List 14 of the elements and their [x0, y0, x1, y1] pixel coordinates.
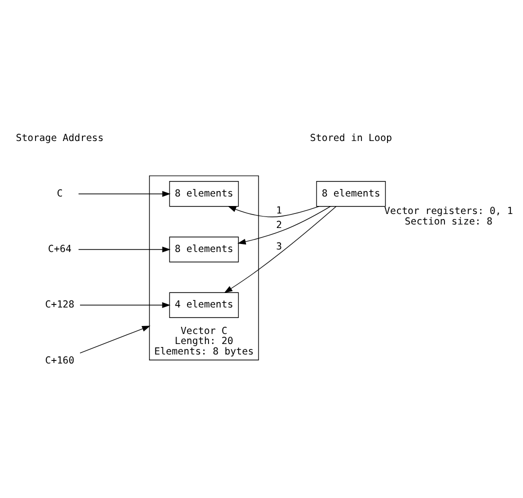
node-text: C+64 — [48, 244, 72, 255]
node-label: Vector C — [180, 325, 228, 336]
edge-label: 1 — [276, 204, 282, 216]
node-text: C+128 — [45, 299, 74, 310]
node-text: C — [56, 188, 63, 199]
edge-label: 2 — [276, 220, 282, 231]
node-text: C+160 — [45, 354, 74, 366]
edge-label: 3 — [276, 241, 282, 252]
node-label: Vector registers: 0, 1 — [384, 206, 514, 217]
label: Stored in Loop — [310, 132, 392, 144]
node-label: Elements: 8 bytes — [154, 346, 254, 358]
node-label: Length: 20 — [174, 336, 234, 347]
node-label: Section size: 8 — [404, 216, 493, 228]
label: Storage Address — [16, 132, 104, 144]
